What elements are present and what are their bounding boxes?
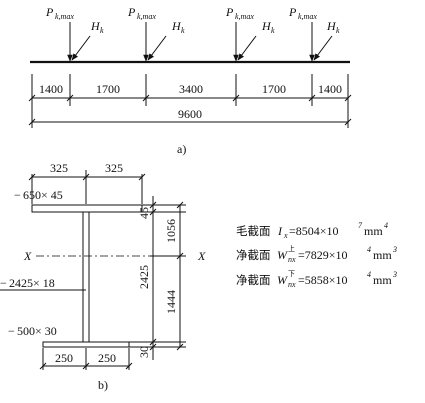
property-superscript: 下 xyxy=(288,270,295,278)
property-exponent: 7 xyxy=(358,221,363,230)
vertical-load-symbol: P xyxy=(288,5,297,19)
property-exponent: 4 xyxy=(367,245,371,254)
bottom-flange-dash: − xyxy=(8,324,15,338)
bottom-flange-thickness: 30 xyxy=(137,346,151,358)
vertical-load-symbol: P xyxy=(127,5,136,19)
axis-label-right: X xyxy=(197,249,206,263)
horizontal-load-arrow xyxy=(71,35,91,61)
horizontal-load-symbol: H xyxy=(171,19,182,33)
spacing-dimension-chain: 1400 1700 3400 1700 1400 xyxy=(28,74,352,106)
property-symbol: W xyxy=(277,273,288,287)
property-subscript: nx xyxy=(288,255,296,264)
vertical-load-subscript: k,max xyxy=(55,12,74,21)
horizontal-load-subscript: k xyxy=(336,26,340,35)
gross-section-inertia: 毛截面 I x =8504×10 7 mm 4 xyxy=(236,221,388,240)
property-unit: mm xyxy=(373,248,392,262)
property-subscript: x xyxy=(283,231,288,240)
spacing-value-4: 1700 xyxy=(262,82,286,96)
wheel-load-4: P k,max H k xyxy=(288,5,340,62)
bottom-width-dimension: 250 250 xyxy=(39,348,133,370)
top-width-dimension: 325 325 xyxy=(28,161,146,204)
vertical-load-subscript: k,max xyxy=(235,12,254,21)
wheel-load-1: P k,max H k xyxy=(45,5,104,62)
bottom-flange-size: 500× 30 xyxy=(17,324,57,338)
property-unit-exponent: 3 xyxy=(392,270,397,279)
property-symbol: W xyxy=(277,248,288,262)
spacing-value-2: 1700 xyxy=(96,82,120,96)
bottom-half-width-right: 250 xyxy=(98,351,116,365)
figure-a: P k,max H k P k,max H k P k,max H k P k,… xyxy=(28,5,352,156)
vertical-load-subscript: k,max xyxy=(137,12,156,21)
vertical-load-symbol: P xyxy=(225,5,234,19)
horizontal-load-symbol: H xyxy=(261,19,272,33)
top-half-width-right: 325 xyxy=(105,161,123,175)
property-superscript: 上 xyxy=(288,244,295,253)
top-flange-plate xyxy=(31,204,143,213)
bottom-half-width-left: 250 xyxy=(55,351,73,365)
top-flange-thickness: 45 xyxy=(137,207,151,219)
property-unit-exponent: 4 xyxy=(384,221,388,230)
property-value: =8504×10 xyxy=(289,224,339,238)
spacing-value-3: 3400 xyxy=(179,82,203,96)
property-label: 净截面 xyxy=(236,273,271,287)
property-exponent: 4 xyxy=(367,270,371,279)
wheel-load-3: P k,max H k xyxy=(225,5,275,62)
top-half-width-left: 325 xyxy=(50,161,68,175)
property-label: 毛截面 xyxy=(236,224,271,238)
vertical-load-subscript: k,max xyxy=(298,12,317,21)
top-flange-dash: − xyxy=(14,188,21,202)
property-subscript: nx xyxy=(288,280,296,289)
total-length-value: 9600 xyxy=(178,107,202,121)
web-size: 2425× 18 xyxy=(9,276,55,290)
top-flange-size: 650× 45 xyxy=(23,188,63,202)
property-value: =7829×10 xyxy=(298,248,348,262)
property-symbol: I xyxy=(277,224,283,238)
web-plate xyxy=(82,211,90,343)
horizontal-load-subscript: k xyxy=(100,26,104,35)
horizontal-load-arrow xyxy=(313,35,333,61)
horizontal-load-subscript: k xyxy=(271,26,275,35)
net-section-modulus-bottom: 净截面 W 下 nx =5858×10 4 mm 3 xyxy=(236,270,397,289)
vertical-dimension-chains: 45 2425 30 1056 1444 xyxy=(89,196,186,360)
spacing-value-1: 1400 xyxy=(39,82,63,96)
property-unit: mm xyxy=(364,224,383,238)
figure-b: 325 325 X X − 650× 45 − 2425× 18 − 500× … xyxy=(0,161,206,392)
horizontal-load-arrow xyxy=(237,35,257,61)
property-label: 净截面 xyxy=(236,248,271,262)
web-dash: − xyxy=(0,276,7,290)
property-value: =5858×10 xyxy=(298,273,348,287)
spacing-value-5: 1400 xyxy=(318,82,342,96)
bottom-flange-plate xyxy=(42,341,130,348)
distance-axis-to-bottom: 1444 xyxy=(164,290,178,314)
section-properties: 毛截面 I x =8504×10 7 mm 4 净截面 W 上 nx =7829… xyxy=(236,221,397,289)
wheel-load-2: P k,max H k xyxy=(127,5,185,62)
net-section-modulus-top: 净截面 W 上 nx =7829×10 4 mm 3 xyxy=(236,244,397,264)
property-unit: mm xyxy=(373,273,392,287)
distance-top-to-axis: 1056 xyxy=(164,219,178,243)
horizontal-load-subscript: k xyxy=(181,26,185,35)
web-depth: 2425 xyxy=(137,265,151,289)
horizontal-load-symbol: H xyxy=(326,19,337,33)
horizontal-load-arrow xyxy=(147,35,167,61)
spacing-tick-marks xyxy=(28,94,352,102)
figure-a-label: a) xyxy=(177,142,186,156)
figure-b-label: b) xyxy=(98,378,108,392)
axis-label-left: X xyxy=(23,249,32,263)
total-dimension: 9600 xyxy=(28,106,352,128)
vertical-load-symbol: P xyxy=(45,5,54,19)
horizontal-load-symbol: H xyxy=(90,19,101,33)
property-unit-exponent: 3 xyxy=(392,245,397,254)
